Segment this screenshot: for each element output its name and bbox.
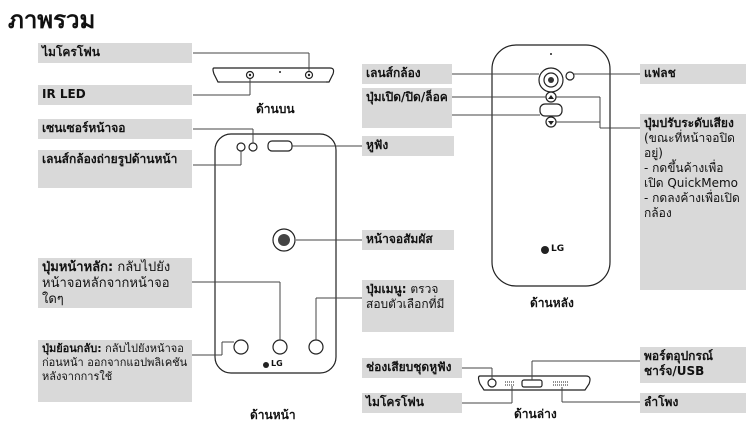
leader-lines (192, 52, 640, 404)
volume-keys-title: ปุ่มปรับระดับเสียง (644, 116, 734, 130)
label-headset-jack: ช่องเสียบชุดหูฟัง (362, 358, 462, 378)
label-charger-port: พอร์ตอุปกรณ์ชาร์จ/USB (640, 347, 746, 383)
bottom-view (477, 375, 591, 391)
back-lg-logo: LG (551, 244, 565, 254)
label-mic-bottom: ไมโครโฟน (362, 393, 462, 413)
label-earpiece: หูฟัง (362, 136, 454, 156)
front-lg-logo: LG (271, 359, 283, 368)
home-key-title: ปุ่มหน้าหลัก: (42, 260, 114, 275)
caption-bottom: ด้านล่าง (514, 407, 557, 421)
home-key-desc: กลับไปยังหน้าจอหลักจากหน้าจอใดๆ (42, 260, 171, 307)
label-flash: แฟลช (640, 64, 746, 84)
top-view (212, 67, 335, 83)
label-menu-key: ปุ่มเมนู: ตรวจสอบตัวเลือกที่มี (362, 280, 454, 332)
back-view (491, 44, 611, 287)
label-volume-keys: ปุ่มปรับระดับเสียง (ขณะที่หน้าจอปิดอยู่)… (640, 114, 746, 290)
menu-key-desc: ตรวจสอบตัวเลือกที่มี (366, 282, 445, 311)
back-key-title: ปุ่มย้อนกลับ: (42, 342, 102, 355)
back-key-desc: กลับไปยังหน้าจอก่อนหน้า ออกจากแอปพลิเคชั… (42, 342, 188, 383)
caption-front: ด้านหน้า (250, 408, 296, 422)
front-view (214, 133, 337, 374)
volume-keys-note: (ขณะที่หน้าจอปิดอยู่) (644, 131, 735, 160)
label-proximity-sensor: เซนเซอร์หน้าจอ (38, 119, 192, 139)
label-power-key: ปุ่มเปิด/ปิด/ล็อค (362, 88, 452, 128)
label-back-key: ปุ่มย้อนกลับ: กลับไปยังหน้าจอก่อนหน้า ออ… (38, 340, 192, 402)
label-mic-top: ไมโครโฟน (38, 43, 192, 63)
label-rear-camera: เลนส์กล้อง (362, 64, 452, 84)
label-home-key: ปุ่มหน้าหลัก: กลับไปยังหน้าจอหลักจากหน้า… (38, 258, 192, 308)
label-front-camera: เลนส์กล้องถ่ายรูปด้านหน้า (38, 150, 192, 188)
label-speaker: ลำโพง (640, 393, 746, 413)
caption-back: ด้านหลัง (530, 296, 574, 310)
volume-keys-item-1: - กดขึ้นค้างเพื่อเปิด QuickMemo (644, 161, 739, 190)
label-touchscreen: หน้าจอสัมผัส (362, 230, 454, 250)
volume-keys-item-2: - กดลงค้างเพื่อเปิดกล้อง (644, 191, 740, 220)
menu-key-title: ปุ่มเมนู: (366, 282, 407, 296)
page-title: ภาพรวม (8, 6, 96, 34)
caption-top: ด้านบน (256, 102, 295, 116)
label-ir-led: IR LED (38, 85, 192, 105)
